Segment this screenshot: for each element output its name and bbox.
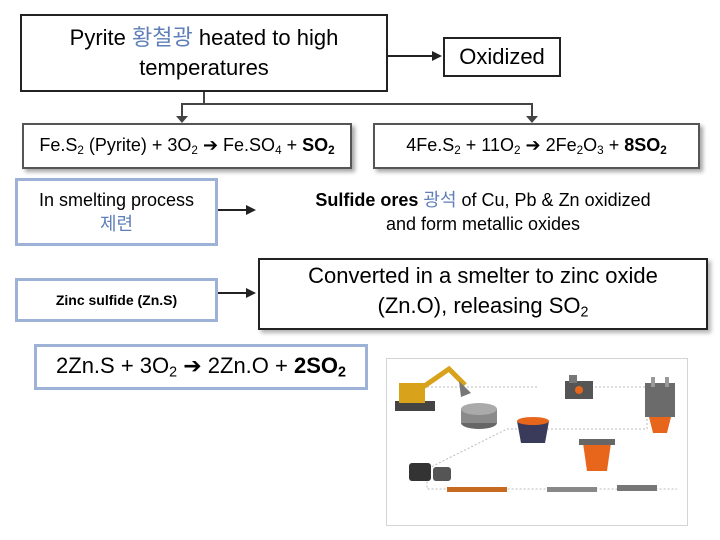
ladle-icon [517,417,549,443]
zinc-equation: 2Zn.S + 3O2 ➔ 2Zn.O + 2SO2 [56,353,346,381]
zinc-equation-box: 2Zn.S + 3O2 ➔ 2Zn.O + 2SO2 [34,344,368,390]
pyrite-equation-box: Fe.S2 (Pyrite) + 3O2 ➔ Fe.SO4 + SO2 [22,123,352,169]
converter-icon [579,439,615,471]
smelting-process-label: In smelting process [38,190,195,210]
smelting-process-box: In smelting process 제련 [15,178,218,246]
ingot-icon [409,463,657,492]
branch-connector [181,92,533,118]
reaction-arrow-icon: ➔ [202,135,219,156]
smelting-korean-label: 제련 [99,214,134,234]
sulfide-ores-line2: and form metallic oxides [385,214,581,234]
sulfide-ores-line1: Sulfide ores 광석 of Cu, Pb & Zn oxidized [315,190,651,210]
smelting-process-illustration [386,358,688,526]
furnace-icon [565,375,593,399]
sulfide-ores-box: Sulfide ores 광석 of Cu, Pb & Zn oxidized … [258,178,708,246]
zinc-sulfide-box: Zinc sulfide (Zn.S) [15,278,218,322]
kiln-icon [645,377,675,433]
excavator-icon [395,365,471,411]
converted-line1: Converted in a smelter to zinc oxide [308,262,658,288]
pyrite-equation: Fe.S2 (Pyrite) + 3O2 ➔ Fe.SO4 + SO2 [39,135,335,157]
oxidized-equation-box: 4Fe.S2 + 11O2 ➔ 2Fe2O3 + 8SO2 [373,123,700,169]
reaction-arrow-icon: ➔ [183,353,202,379]
oxidized-equation: 4Fe.S2 + 11O2 ➔ 2Fe2O3 + 8SO2 [406,135,667,157]
converted-line2: (Zn.O), releasing SO2 [377,292,589,321]
crusher-icon [461,403,497,429]
converted-box: Converted in a smelter to zinc oxide (Zn… [258,258,708,330]
pyrite-korean-text: 황철광 [132,25,193,50]
arrowhead-left [176,116,188,123]
pyrite-heated-line2: temperatures [139,55,269,80]
reaction-arrow-icon: ➔ [525,135,541,156]
pyrite-heated-line1: Pyrite 황철광 heated to high [70,23,339,53]
heated-text: heated to high [192,25,339,50]
oxidized-label: Oxidized [459,44,545,69]
arrowhead-right [526,116,538,123]
pyrite-text: Pyrite [69,25,133,50]
process-flow-line [415,386,677,490]
zinc-sulfide-label: Zinc sulfide (Zn.S) [55,292,178,308]
oxidized-box: Oxidized [443,37,561,77]
pyrite-heated-box: Pyrite 황철광 heated to high temperatures [20,14,388,92]
